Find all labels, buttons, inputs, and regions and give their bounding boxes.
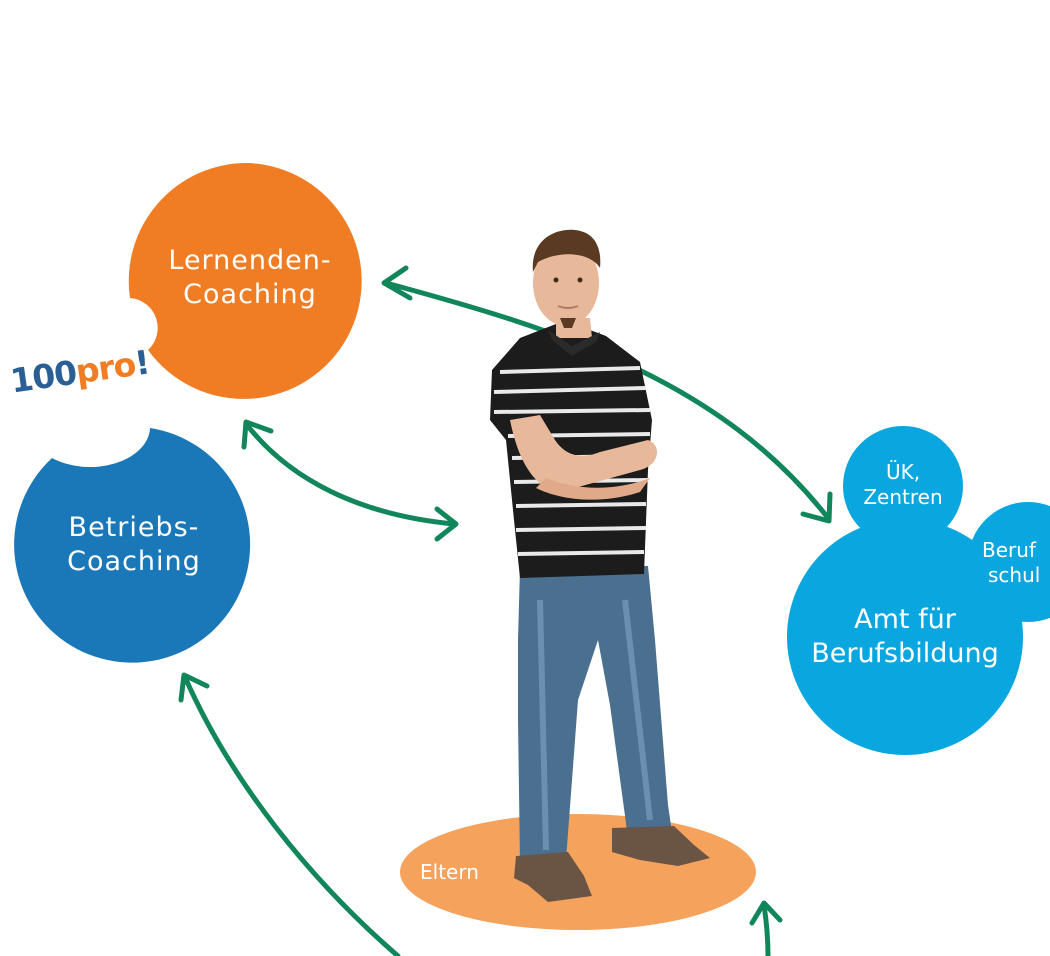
person-eye-left (553, 277, 559, 283)
person-arms (510, 415, 658, 492)
lernenden-line1: Lernenden- (168, 245, 332, 276)
arrowhead-lernenden-bottom (241, 419, 274, 450)
berufsschule-line2: schul (988, 563, 1041, 587)
arrowhead-lernenden-end (381, 265, 413, 301)
person-jeans-highlight-2 (622, 599, 653, 821)
uek-line2: Zentren (863, 485, 943, 509)
person-jeans (518, 566, 672, 862)
betriebs-line1: Betriebs- (68, 512, 200, 543)
person-collar (548, 330, 600, 356)
arrowhead-betriebs-end (178, 672, 210, 703)
betriebs-coaching-label: Betriebs- Coaching (22, 511, 246, 579)
arrowhead-person-end (434, 506, 459, 542)
lernenden-coaching-circle (128, 162, 362, 399)
person-head (533, 240, 599, 326)
person-shoe-right (612, 826, 710, 866)
arrow-lernenden-person (244, 422, 457, 527)
amt-berufsbildung-circle (787, 519, 1023, 755)
amt-line2: Berufsbildung (811, 637, 999, 669)
arrow-bottom-eltern (761, 902, 771, 956)
arrowhead-amt-end (800, 491, 833, 524)
arrow-bottom-betriebs (182, 674, 401, 956)
person-hair (532, 229, 601, 272)
person-shoe-left (514, 852, 592, 902)
uek-zentren-label: ÜK, Zentren (845, 460, 961, 510)
betriebs-coaching-circle (14, 428, 251, 663)
eltern-label: Eltern (420, 860, 500, 885)
lernenden-line2: Coaching (183, 278, 317, 310)
arrowhead-eltern-end (749, 900, 783, 926)
person-forearm (536, 478, 650, 500)
berufsschule-circle (968, 502, 1050, 622)
person-goatee (560, 318, 576, 328)
berufsschule-line1: Beruf (982, 538, 1036, 562)
logo-part-pro: pro (73, 344, 138, 392)
person-jeans-highlight (537, 599, 549, 851)
lernenden-coaching-label: Lernenden- Coaching (140, 244, 360, 312)
uek-zentren-circle (843, 426, 963, 546)
berufsschule-label: Beruf schul (982, 538, 1050, 588)
student-person-icon (490, 229, 710, 902)
betriebs-line2: Coaching (67, 545, 201, 577)
eltern-text: Eltern (420, 860, 479, 884)
uek-line1: ÜK, (885, 460, 921, 484)
amt-line1: Amt für (854, 604, 956, 635)
person-mouth (557, 305, 579, 309)
amt-berufsbildung-label: Amt für Berufsbildung (790, 603, 1020, 671)
person-eye-right (577, 277, 583, 283)
